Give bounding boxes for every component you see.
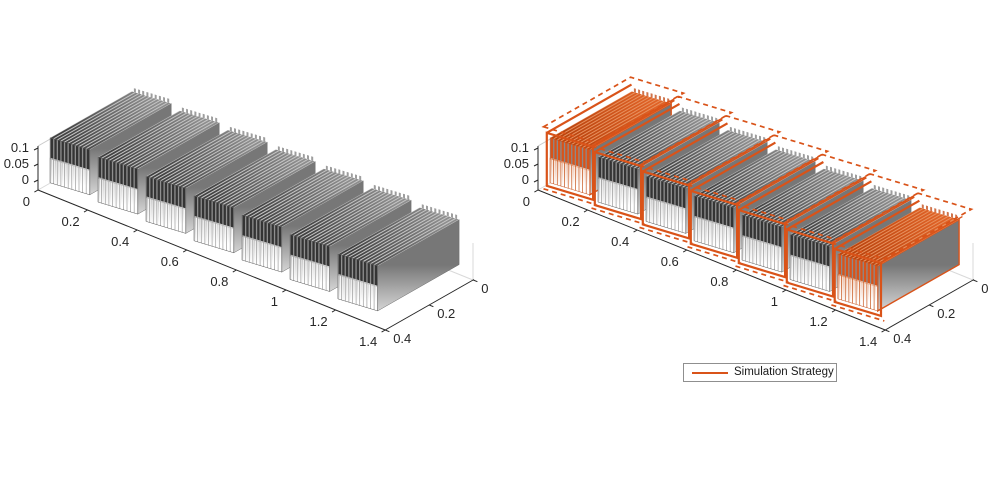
legend-label: Simulation Strategy bbox=[734, 365, 834, 378]
x-tick-label: 0.8 bbox=[710, 274, 728, 289]
x-tick-label: 1 bbox=[271, 294, 278, 309]
x-tick-label: 1.4 bbox=[859, 334, 877, 349]
y-tick-label: 0.4 bbox=[893, 331, 911, 346]
axes: 00.20.40.60.811.21.400.20.400.050.1 bbox=[504, 140, 989, 349]
x-tick-label: 1.2 bbox=[810, 314, 828, 329]
x-tick-label: 1.2 bbox=[310, 314, 328, 329]
x-tick-label: 0.4 bbox=[111, 234, 129, 249]
module-boundary-box bbox=[829, 192, 974, 322]
z-tick-label: 0 bbox=[522, 172, 529, 187]
x-tick-label: 0.6 bbox=[661, 254, 679, 269]
x-tick-label: 0.8 bbox=[210, 274, 228, 289]
module-boundary-box bbox=[733, 153, 878, 283]
y-tick-label: 0.2 bbox=[937, 306, 955, 321]
x-tick-label: 0 bbox=[523, 194, 530, 209]
y-tick-label: 0 bbox=[481, 281, 488, 296]
x-tick-label: 0 bbox=[23, 194, 30, 209]
legend-box: Simulation Strategy bbox=[683, 363, 837, 382]
x-tick-label: 0.6 bbox=[161, 254, 179, 269]
module bbox=[837, 204, 960, 313]
y-tick-label: 0.2 bbox=[437, 306, 455, 321]
module-boundary-box bbox=[685, 134, 830, 264]
z-tick-label: 0.1 bbox=[511, 140, 529, 155]
y-tick-label: 0 bbox=[981, 281, 988, 296]
x-tick-label: 1.4 bbox=[359, 334, 377, 349]
module bbox=[597, 107, 720, 215]
axes: 00.20.40.60.811.21.400.20.400.050.1 bbox=[4, 140, 489, 349]
module bbox=[97, 107, 220, 215]
z-tick-label: 0.1 bbox=[11, 140, 29, 155]
x-tick-label: 0.2 bbox=[562, 214, 580, 229]
x-tick-label: 0.2 bbox=[62, 214, 80, 229]
legend-line-sample bbox=[692, 371, 728, 374]
z-tick-label: 0 bbox=[22, 172, 29, 187]
module bbox=[145, 126, 268, 234]
module bbox=[337, 204, 460, 312]
y-tick-label: 0.4 bbox=[393, 331, 411, 346]
x-tick-label: 0.4 bbox=[611, 234, 629, 249]
z-tick-label: 0.05 bbox=[504, 156, 529, 171]
z-tick-label: 0.05 bbox=[4, 156, 29, 171]
x-tick-label: 1 bbox=[771, 294, 778, 309]
